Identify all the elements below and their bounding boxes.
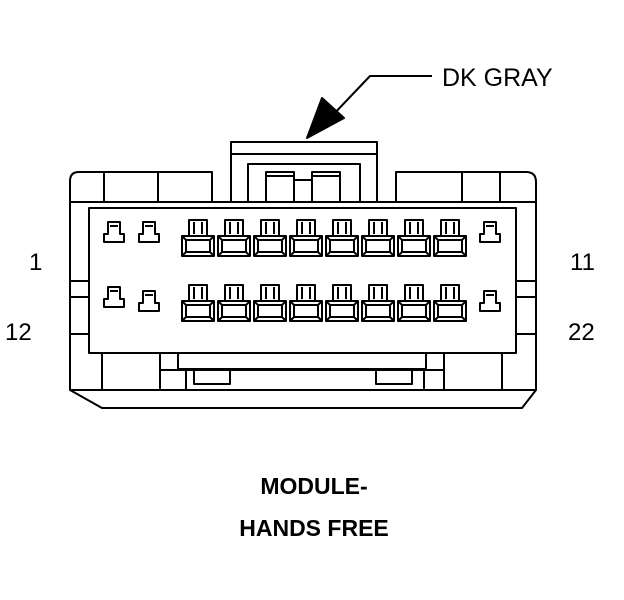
connector-title-line-1: MODULE- (260, 473, 368, 499)
pin-label-1: 1 (29, 249, 43, 276)
pin-label-22: 22 (568, 319, 595, 346)
cavity-row-2-2-head (224, 284, 244, 302)
cavity-row-2-6-head (368, 284, 388, 302)
cavity-row-1-2-head (224, 219, 244, 237)
pin-label-11: 11 (570, 249, 595, 276)
cavity-row-1-5-head (332, 219, 352, 237)
cavity-small-right-row-2 (479, 290, 501, 312)
cavity-row-2-1-head (188, 284, 208, 302)
cavity-row-1-4-head (296, 219, 316, 237)
pin-cavities (103, 219, 501, 322)
wire-color-label: DK GRAY (442, 64, 553, 92)
housing-bottom-keys (101, 352, 503, 391)
cavity-row-1-7-head (404, 219, 424, 237)
cavity-row-2-7-head (404, 284, 424, 302)
cavity-small-left-1-row-1 (103, 221, 125, 243)
cavity-row-2-8-head (440, 284, 460, 302)
color-arrowhead (306, 97, 345, 139)
pin-label-12: 12 (5, 319, 32, 346)
cavity-row-1-6-head (368, 219, 388, 237)
color-leader-line (329, 75, 432, 119)
cavity-small-right-row-1 (479, 221, 501, 243)
connector-title-line-2: HANDS FREE (239, 515, 389, 541)
cavity-row-2-3-head (260, 284, 280, 302)
cavity-row-1-3-head (260, 219, 280, 237)
housing-side-notches (70, 280, 536, 335)
connector-latch (230, 141, 378, 205)
cavity-row-1-1-head (188, 219, 208, 237)
cavity-small-left-2-row-1 (138, 221, 160, 243)
cavity-row-2-4-head (296, 284, 316, 302)
cavity-small-left-2-row-2 (138, 290, 160, 312)
cavity-row-2-5-head (332, 284, 352, 302)
cavity-row-1-8-head (440, 219, 460, 237)
housing-top-segments (70, 172, 536, 203)
cavity-small-left-1-row-2 (103, 286, 125, 308)
